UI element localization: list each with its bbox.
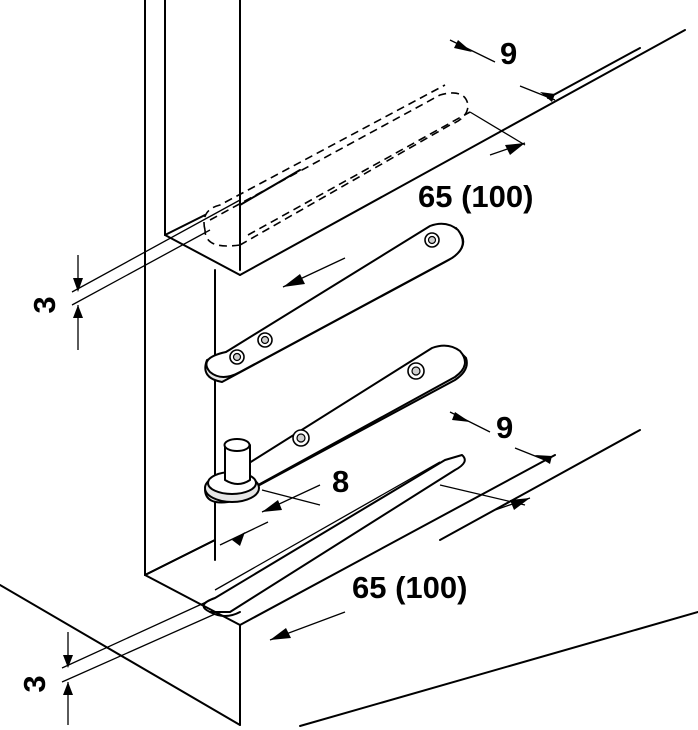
top-plate — [204, 222, 465, 383]
top-depth-label: 3 — [27, 296, 62, 313]
floor-frame — [0, 429, 698, 727]
top-dimension-lines — [71, 39, 556, 350]
pin-offset-label: 8 — [332, 464, 349, 499]
bottom-depth-label: 3 — [17, 675, 52, 692]
pivot-pin — [204, 438, 260, 503]
top-slot-width-label: 9 — [500, 36, 517, 71]
bottom-slot-length-label: 65 (100) — [352, 570, 467, 605]
bottom-slot-width-label: 9 — [496, 410, 513, 445]
top-slot-length-label: 65 (100) — [418, 179, 533, 214]
bottom-dimension-lines — [61, 411, 552, 725]
